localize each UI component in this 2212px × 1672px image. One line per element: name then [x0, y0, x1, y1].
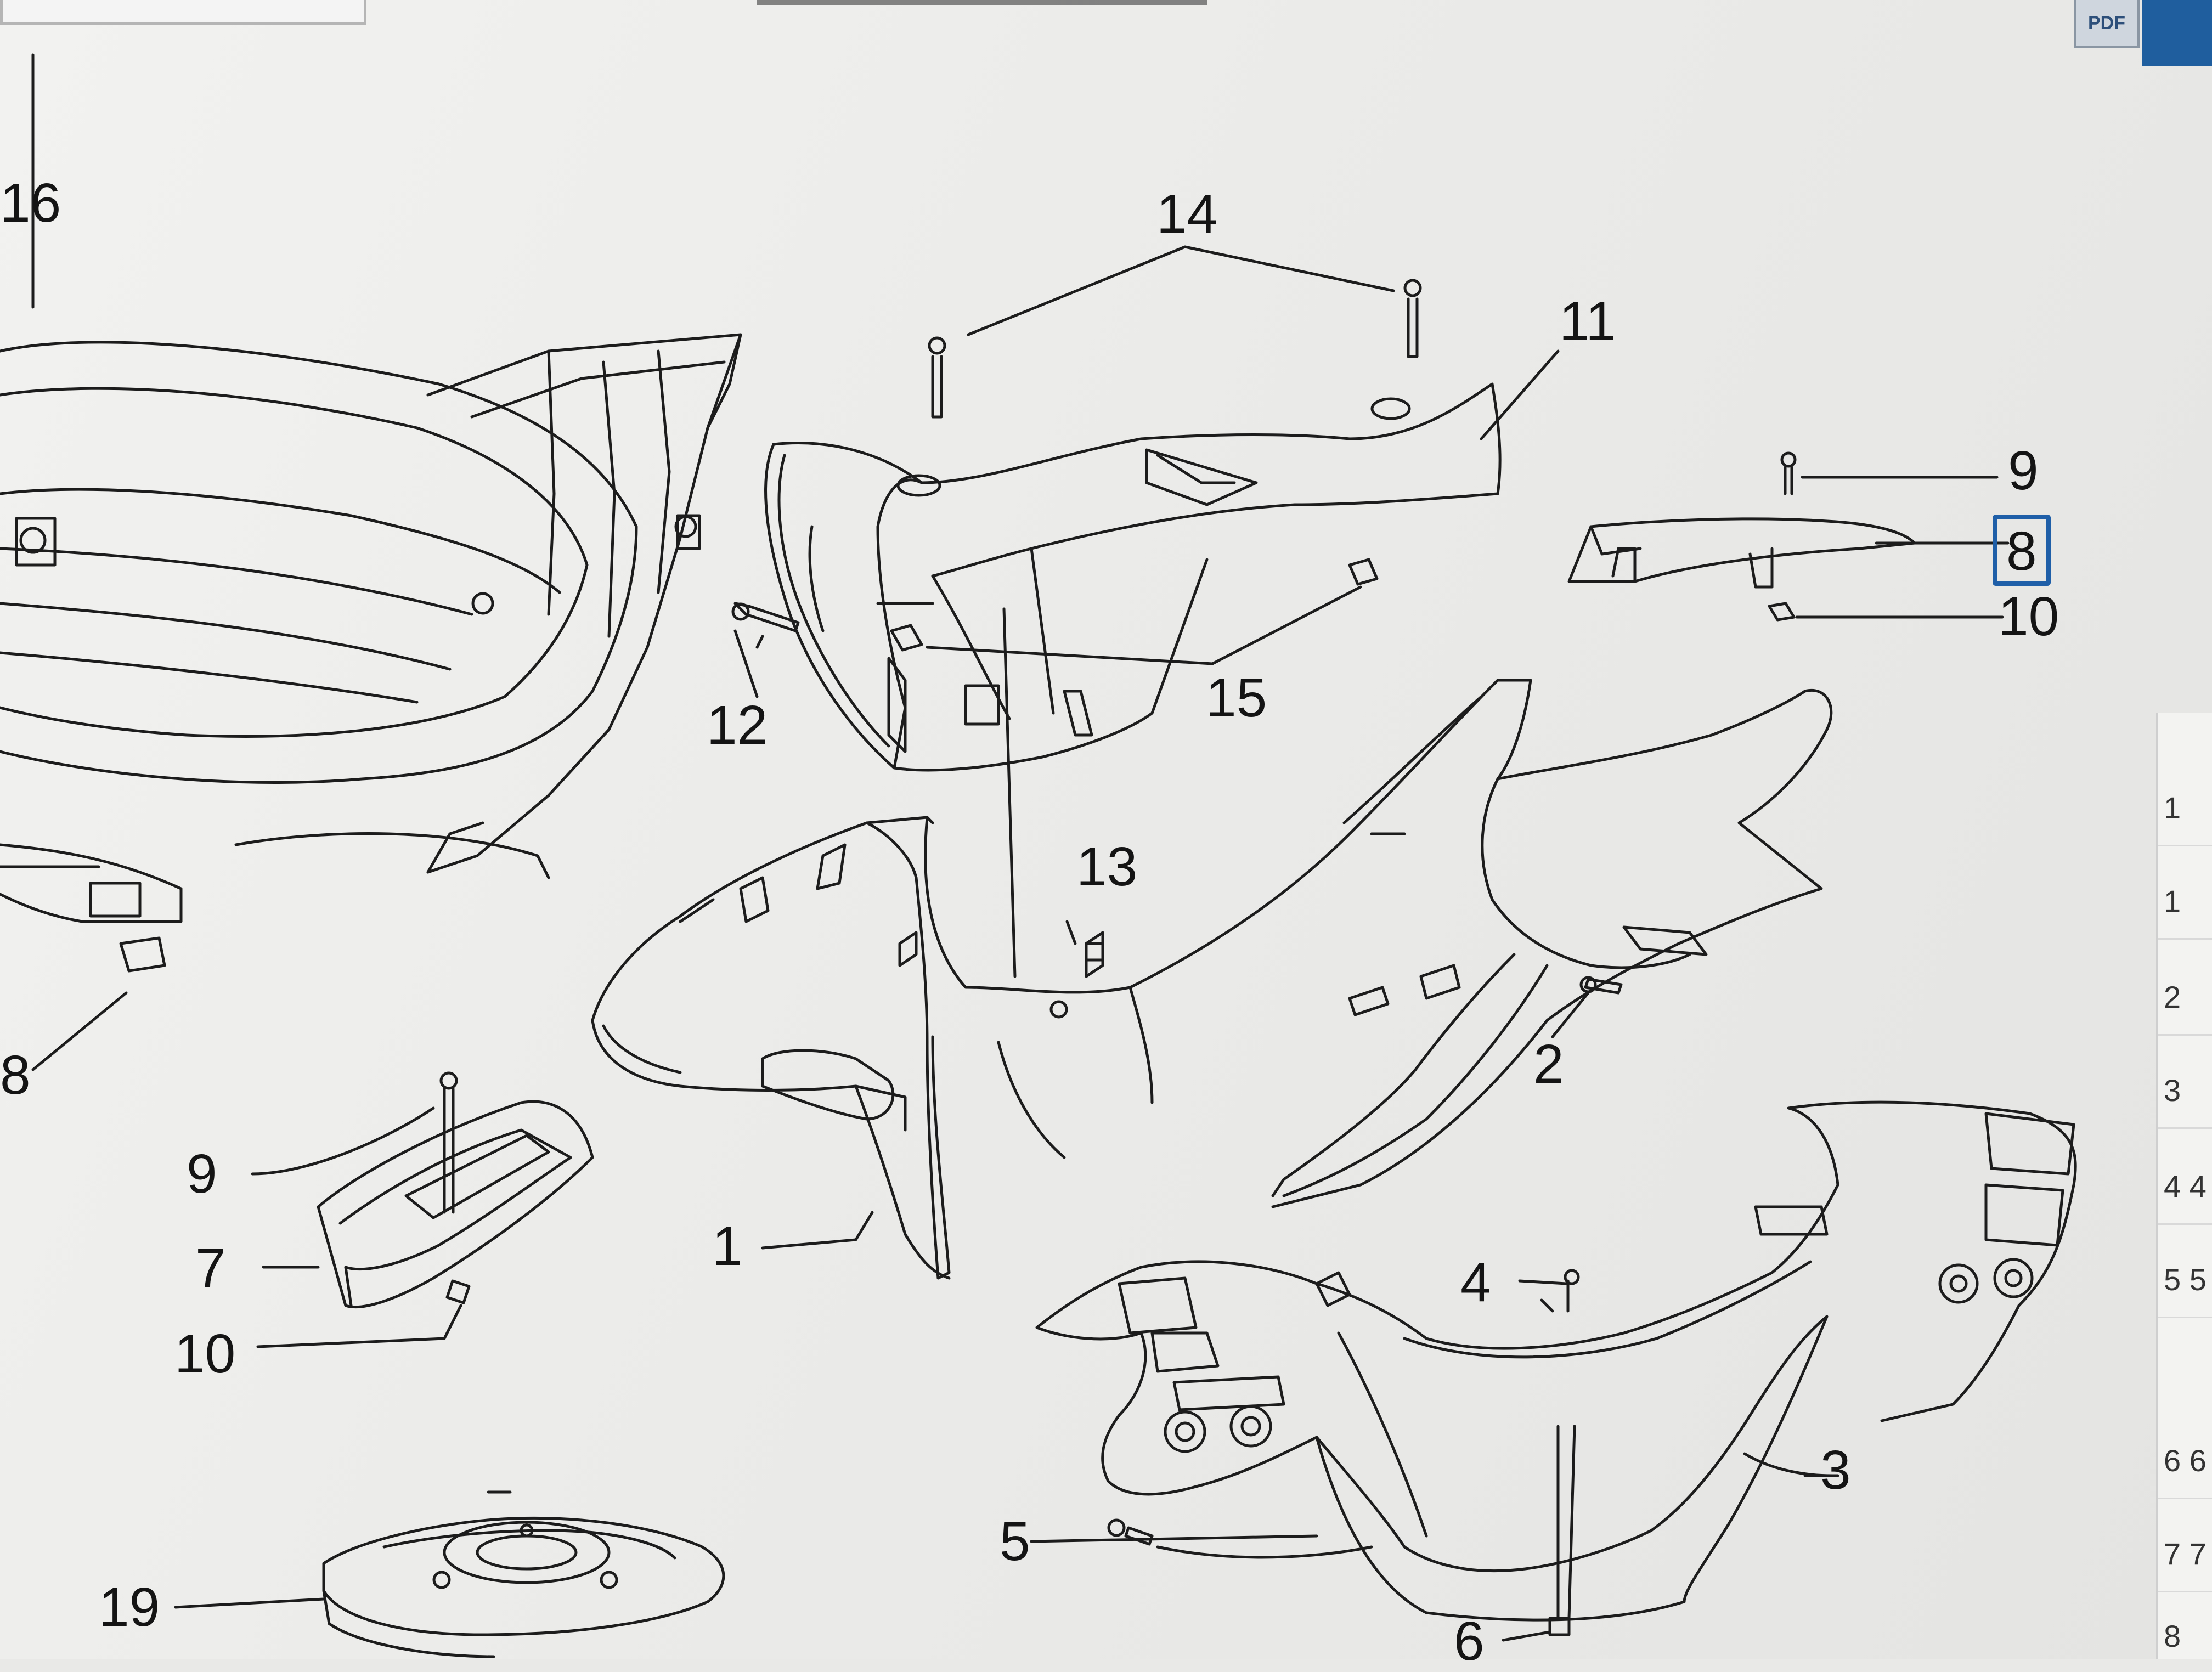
corner-panel [2142, 0, 2212, 66]
callout-8-partial[interactable]: 8 [0, 1044, 31, 1106]
callout-6[interactable]: 6 [1454, 1611, 1485, 1672]
part-7-cover [251, 1071, 594, 1348]
part-11-upper-cover [764, 382, 1502, 772]
side-list-row[interactable]: 8 [2164, 1619, 2181, 1653]
side-list-row[interactable]: 6 6 [2164, 1443, 2207, 1478]
callout-9-lower[interactable]: 9 [187, 1143, 217, 1205]
part-1-front-cover [591, 679, 1833, 1280]
callout-19[interactable]: 19 [99, 1577, 160, 1638]
callout-3[interactable]: 3 [1820, 1439, 1851, 1501]
leader-lines [31, 349, 1839, 1543]
callout-13[interactable]: 13 [1076, 836, 1138, 897]
side-list-row[interactable]: 4 4 [2164, 1169, 2207, 1204]
side-list: 1 1 2 3 4 4 5 5 6 6 7 7 8 [2156, 713, 2212, 1659]
side-list-divider [2158, 1317, 2212, 1318]
side-list-row[interactable]: 5 5 [2164, 1262, 2207, 1297]
side-list-divider [2158, 845, 2212, 846]
callout-9-upper[interactable]: 9 [2008, 440, 2039, 501]
callout-4[interactable]: 4 [1460, 1252, 1491, 1313]
pdf-icon: PDF [2088, 12, 2125, 33]
side-list-divider [2158, 1498, 2212, 1499]
callout-11[interactable]: 11 [1559, 291, 1616, 352]
callout-15[interactable]: 15 [1206, 667, 1267, 728]
callout-14[interactable]: 14 [1156, 183, 1218, 245]
callout-1[interactable]: 1 [712, 1216, 743, 1277]
part-3-rear-cover [1035, 1100, 2077, 1642]
part-19 [174, 1490, 725, 1658]
clips-15 [890, 558, 1379, 665]
screw-13 [1002, 607, 1104, 978]
side-list-divider [2158, 1591, 2212, 1592]
toolbar-tab[interactable] [0, 0, 366, 25]
side-list-divider [2158, 1034, 2212, 1036]
side-list-row[interactable]: 2 [2164, 980, 2181, 1014]
callout-2[interactable]: 2 [1533, 1033, 1564, 1095]
callout-7[interactable]: 7 [195, 1238, 226, 1299]
title-strip [757, 0, 1207, 5]
side-list-row[interactable]: 3 [2164, 1073, 2181, 1108]
side-list-row[interactable]: 7 7 [2164, 1537, 2207, 1571]
side-list-row[interactable]: 1 [2164, 790, 2181, 825]
side-list-divider [2158, 938, 2212, 940]
screws-14 [928, 245, 1422, 419]
callout-10-upper[interactable]: 10 [1998, 586, 2059, 647]
callout-12[interactable]: 12 [707, 694, 768, 756]
side-list-row[interactable]: 1 [2164, 884, 2181, 918]
callout-16[interactable]: 16 [0, 172, 61, 234]
callout-10-lower[interactable]: 10 [174, 1323, 236, 1385]
callout-8[interactable]: 8 [1993, 515, 2051, 586]
screw-12 [731, 602, 800, 649]
callout-5[interactable]: 5 [1000, 1511, 1030, 1572]
side-list-divider [2158, 1127, 2212, 1129]
part-16-storage-tub [0, 53, 742, 973]
pdf-export-button[interactable]: PDF [2074, 0, 2140, 48]
part-8-cover [1567, 451, 2010, 622]
side-list-divider [2158, 1223, 2212, 1225]
